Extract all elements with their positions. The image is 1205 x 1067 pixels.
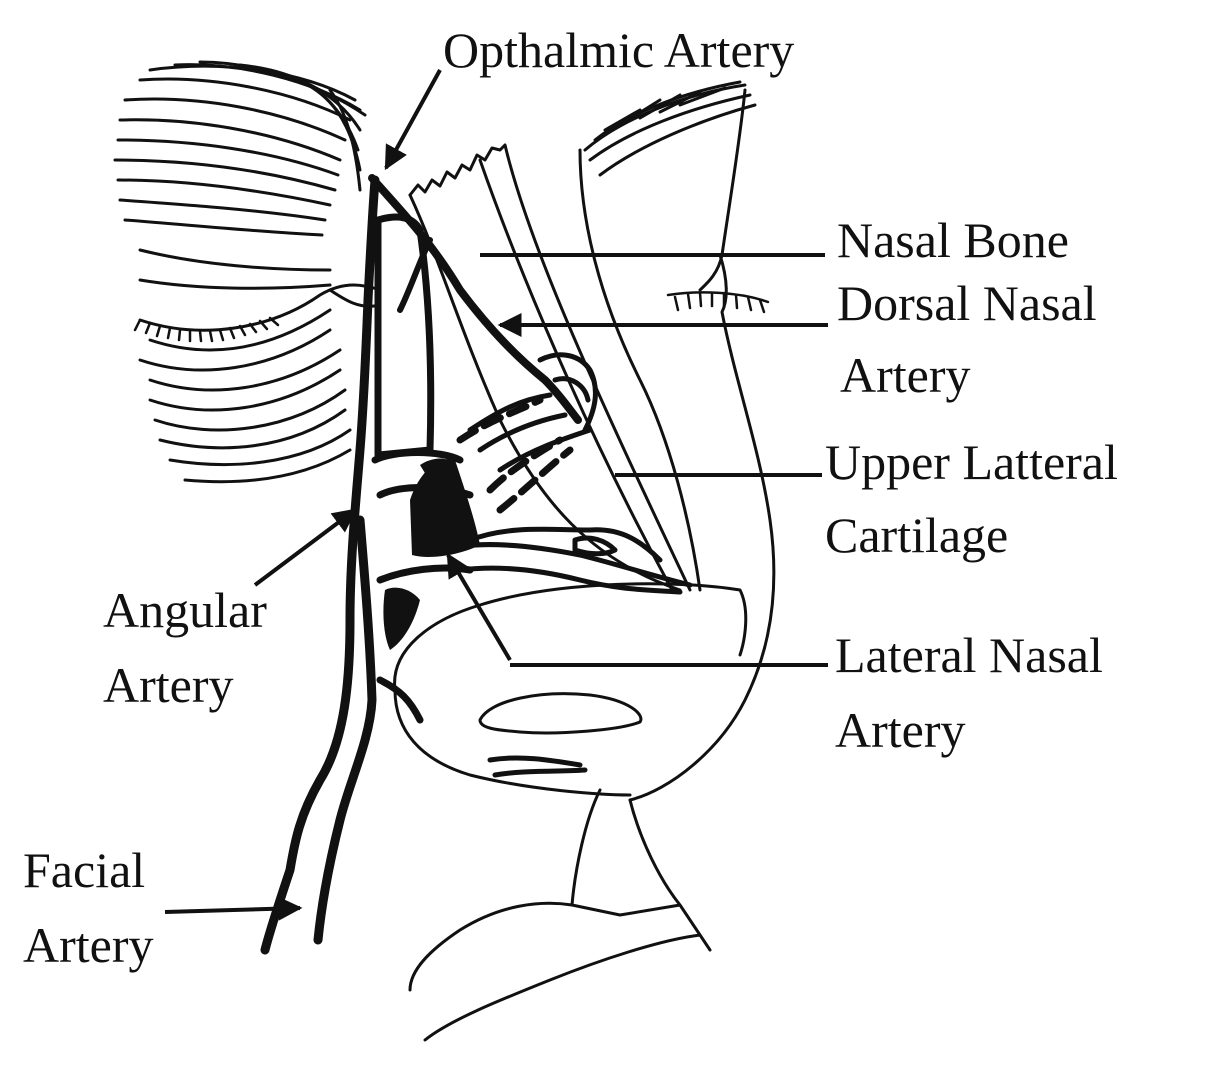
lateral-nasal-branches: [437, 352, 693, 778]
label-upper-lateral-line2: Cartilage: [825, 507, 1009, 563]
label-dorsal-nasal-line1: Dorsal Nasal: [837, 275, 1097, 331]
eye-lines: [138, 248, 382, 484]
shaded-regions: [383, 458, 480, 650]
columella: [408, 788, 712, 1042]
right-face-outline: [628, 88, 776, 802]
dashed-branches: [456, 396, 574, 514]
nasal-bone-inner: [478, 158, 674, 592]
label-facial-line1: Facial: [23, 842, 146, 898]
eyebrow-hair: [113, 60, 367, 237]
ophthalmic-arrow: [384, 69, 442, 171]
label-angular-line1: Angular: [103, 582, 267, 638]
lateral-nasal-arrow: [446, 552, 512, 662]
vessel-loop-upper: [374, 213, 435, 459]
angular-arrow: [253, 508, 357, 587]
facial-artery-second: [313, 515, 377, 945]
nasal-bone-shape: [408, 143, 692, 592]
label-dorsal-nasal-line2: Artery: [840, 347, 971, 403]
alar-lower: [393, 688, 632, 797]
label-lateral-nasal-line1: Lateral Nasal: [835, 627, 1103, 683]
dorsal-nasal-branch: [397, 237, 433, 313]
nasal-bridge-line: [578, 148, 702, 592]
right-eye-lashes: [666, 291, 770, 314]
nostril: [478, 692, 643, 735]
label-angular-line2: Artery: [103, 657, 234, 713]
right-eyebrow: [583, 80, 757, 177]
pointer-lines: [164, 69, 828, 921]
angular-artery: [260, 175, 380, 955]
alar-rim: [393, 582, 748, 692]
label-upper-lateral-line1: Upper Latteral: [825, 434, 1118, 490]
eyelashes: [133, 316, 280, 343]
facial-arrow: [164, 896, 303, 921]
label-facial-line2: Artery: [23, 917, 154, 973]
label-lateral-nasal-line2: Artery: [835, 702, 966, 758]
label-ophthalmic-artery: Opthalmic Artery: [443, 22, 795, 78]
label-nasal-bone: Nasal Bone: [837, 212, 1069, 268]
